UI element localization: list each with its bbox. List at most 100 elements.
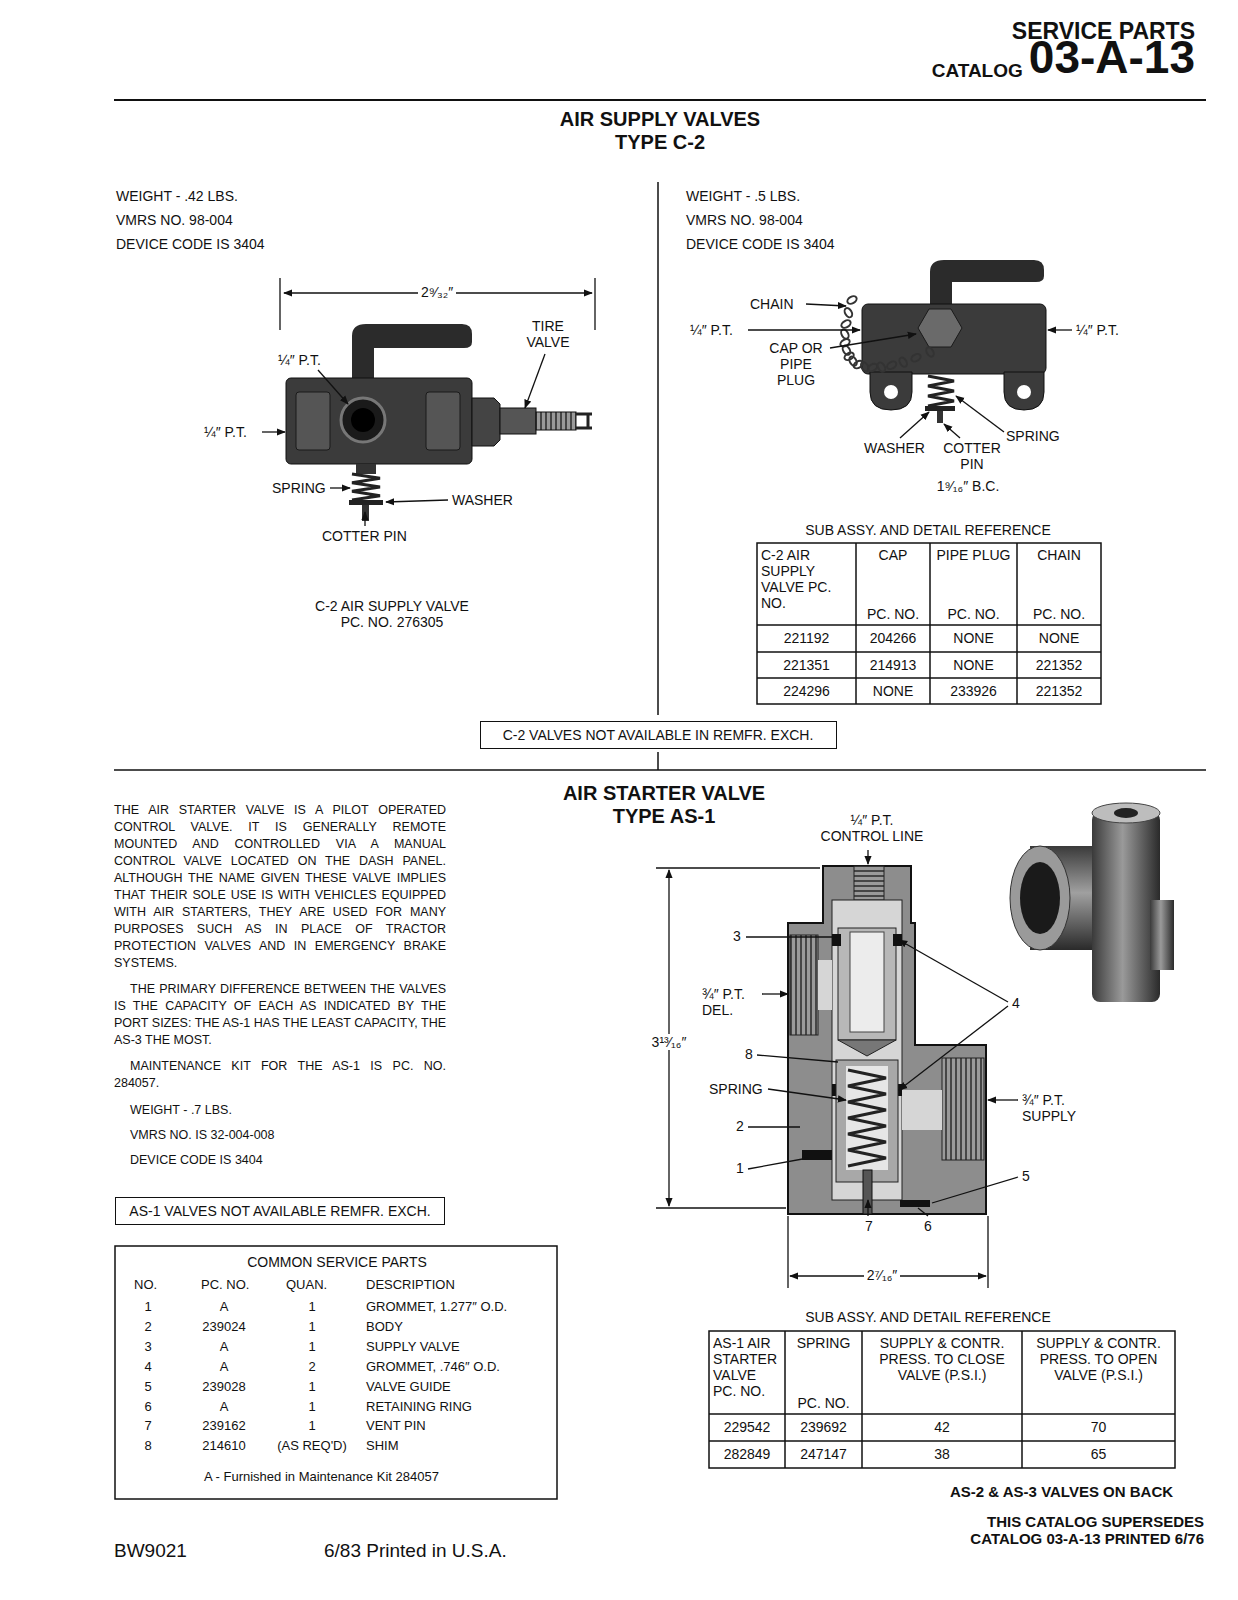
c2-valve-left — [356, 464, 376, 474]
table-cell: 1 — [308, 1380, 315, 1395]
notice-text: C-2 VALVES NOT AVAILABLE IN REMFR. EXCH. — [503, 727, 814, 743]
as1-section-view — [902, 1090, 942, 1130]
table-cell: 1 — [144, 1300, 151, 1315]
as1-section-view — [838, 1040, 896, 1056]
table-cell: 221352 — [1036, 657, 1083, 673]
notice-text: AS-1 VALVES NOT AVAILABLE REMFR. EXCH. — [129, 1203, 430, 1219]
table-header: SUPPLY & CONTR. PRESS. TO CLOSE VALVE (P… — [866, 1335, 1018, 1383]
c2-valve-left — [286, 378, 472, 464]
table-cell: NONE — [953, 630, 993, 646]
table-grid — [115, 543, 1175, 1499]
c2-valve-right — [925, 406, 955, 411]
table-cell: 239692 — [800, 1419, 847, 1435]
table-grid — [757, 651, 1101, 653]
table-cell: 4 — [144, 1360, 151, 1375]
c2-valve-left — [341, 398, 385, 442]
table-header: PC. NO. — [860, 606, 926, 622]
leader-line — [279, 278, 280, 330]
part-label: ¼″ P.T. CONTROL LINE — [820, 812, 924, 844]
c2-valve-right — [937, 411, 943, 423]
as1-section-view — [818, 960, 832, 1010]
table-title: SUB ASSY. AND DETAIL REFERENCE — [805, 522, 1051, 538]
leader-line — [318, 370, 348, 404]
spec-text: VMRS NO. 98-004 — [116, 212, 233, 228]
footer-text: BW9021 — [114, 1540, 187, 1562]
table-header: QUAN. — [286, 1278, 327, 1293]
table-header: PC. NO. — [201, 1278, 249, 1293]
dimension: 2⁷⁄₁₆″ — [864, 1267, 901, 1283]
table-cell: 224296 — [783, 683, 830, 699]
dimension: 3¹³⁄₁₆″ — [649, 1034, 690, 1050]
as1-section-view — [900, 1200, 930, 1207]
leader-line — [932, 1177, 1018, 1203]
table-cell: SUPPLY VALVE — [366, 1340, 460, 1355]
c2-valve-right — [918, 309, 962, 347]
leader-line — [748, 304, 1072, 438]
spec-text: WEIGHT - .5 LBS. — [686, 188, 800, 204]
c2-valve-left — [426, 392, 460, 450]
leader-line — [525, 354, 545, 408]
as1-photo — [1150, 900, 1174, 970]
part-label: SPRING — [1006, 428, 1060, 444]
leader-line — [746, 936, 838, 937]
table-cell: 239024 — [202, 1320, 245, 1335]
table-grid — [709, 1440, 1175, 1442]
leader-line — [262, 278, 595, 526]
table-header: PC. NO. — [1021, 606, 1097, 622]
table-cell: 221192 — [784, 630, 830, 646]
table-cell: RETAINING RING — [366, 1400, 472, 1415]
c2-valve-right — [1004, 372, 1044, 410]
c2-valve-right — [876, 361, 887, 373]
c2-valve-right — [884, 385, 898, 399]
as1-section-view — [846, 1066, 888, 1170]
table-header: SUPPLY & CONTR. PRESS. TO OPEN VALVE (P.… — [1026, 1335, 1171, 1383]
as1-photo — [1092, 803, 1160, 823]
c2-valve-right — [840, 319, 852, 330]
table-header: PC. NO. — [789, 1395, 858, 1411]
caption-text: C-2 AIR SUPPLY VALVE PC. NO. 276305 — [307, 598, 477, 630]
table-cell: VALVE GUIDE — [366, 1380, 451, 1395]
leader-line — [918, 1208, 928, 1216]
table-cell: 1 — [308, 1400, 315, 1415]
part-label: SPRING — [709, 1081, 763, 1097]
leader-line — [956, 396, 1004, 432]
table-title: COMMON SERVICE PARTS — [247, 1254, 427, 1270]
c2-valve-left — [472, 398, 500, 446]
table-cell: SHIM — [366, 1439, 399, 1454]
table-cell: 1 — [308, 1340, 315, 1355]
leader-line — [1048, 329, 1072, 330]
header-text: CATALOG — [932, 60, 1023, 82]
callout-number: 4 — [1012, 995, 1020, 1011]
part-label: WASHER — [452, 492, 513, 508]
table-header: NO. — [134, 1278, 157, 1293]
table-cell: 239162 — [202, 1419, 245, 1434]
callout-number: 8 — [745, 1046, 753, 1062]
part-label: ¼″ P.T. — [690, 322, 733, 338]
leader-line — [768, 1089, 846, 1100]
as1-photo — [1092, 812, 1160, 1002]
callout-number: 7 — [865, 1218, 873, 1234]
body-paragraph: MAINTENANCE KIT FOR THE AS-1 IS PC. NO. … — [114, 1058, 446, 1092]
c2-valve-right — [886, 360, 898, 371]
as1-section-view — [836, 1060, 898, 1182]
c2-valve-left — [576, 414, 592, 428]
as1-photo — [1020, 862, 1060, 934]
as1-section-view — [790, 935, 818, 1035]
table-cell: 42 — [934, 1419, 950, 1435]
body-paragraph: THE PRIMARY DIFFERENCE BETWEEN THE VALVE… — [114, 981, 446, 1049]
c2-valve-right — [1017, 385, 1031, 399]
notice-box: AS-1 VALVES NOT AVAILABLE REMFR. EXCH. — [115, 1197, 445, 1225]
as1-photo — [1114, 808, 1138, 818]
table-cell: A — [220, 1300, 229, 1315]
table-cell: 239028 — [202, 1380, 245, 1395]
c2-valve-left — [296, 392, 330, 450]
table-grid — [1016, 543, 1018, 704]
page-rules — [114, 769, 1206, 771]
page-rules — [657, 182, 659, 715]
leader-line — [748, 1126, 800, 1127]
page-rules — [657, 752, 659, 770]
leader-line — [830, 334, 916, 348]
catalog-number: 03-A-13 — [1029, 34, 1195, 80]
table-cell: 2 — [144, 1320, 151, 1335]
